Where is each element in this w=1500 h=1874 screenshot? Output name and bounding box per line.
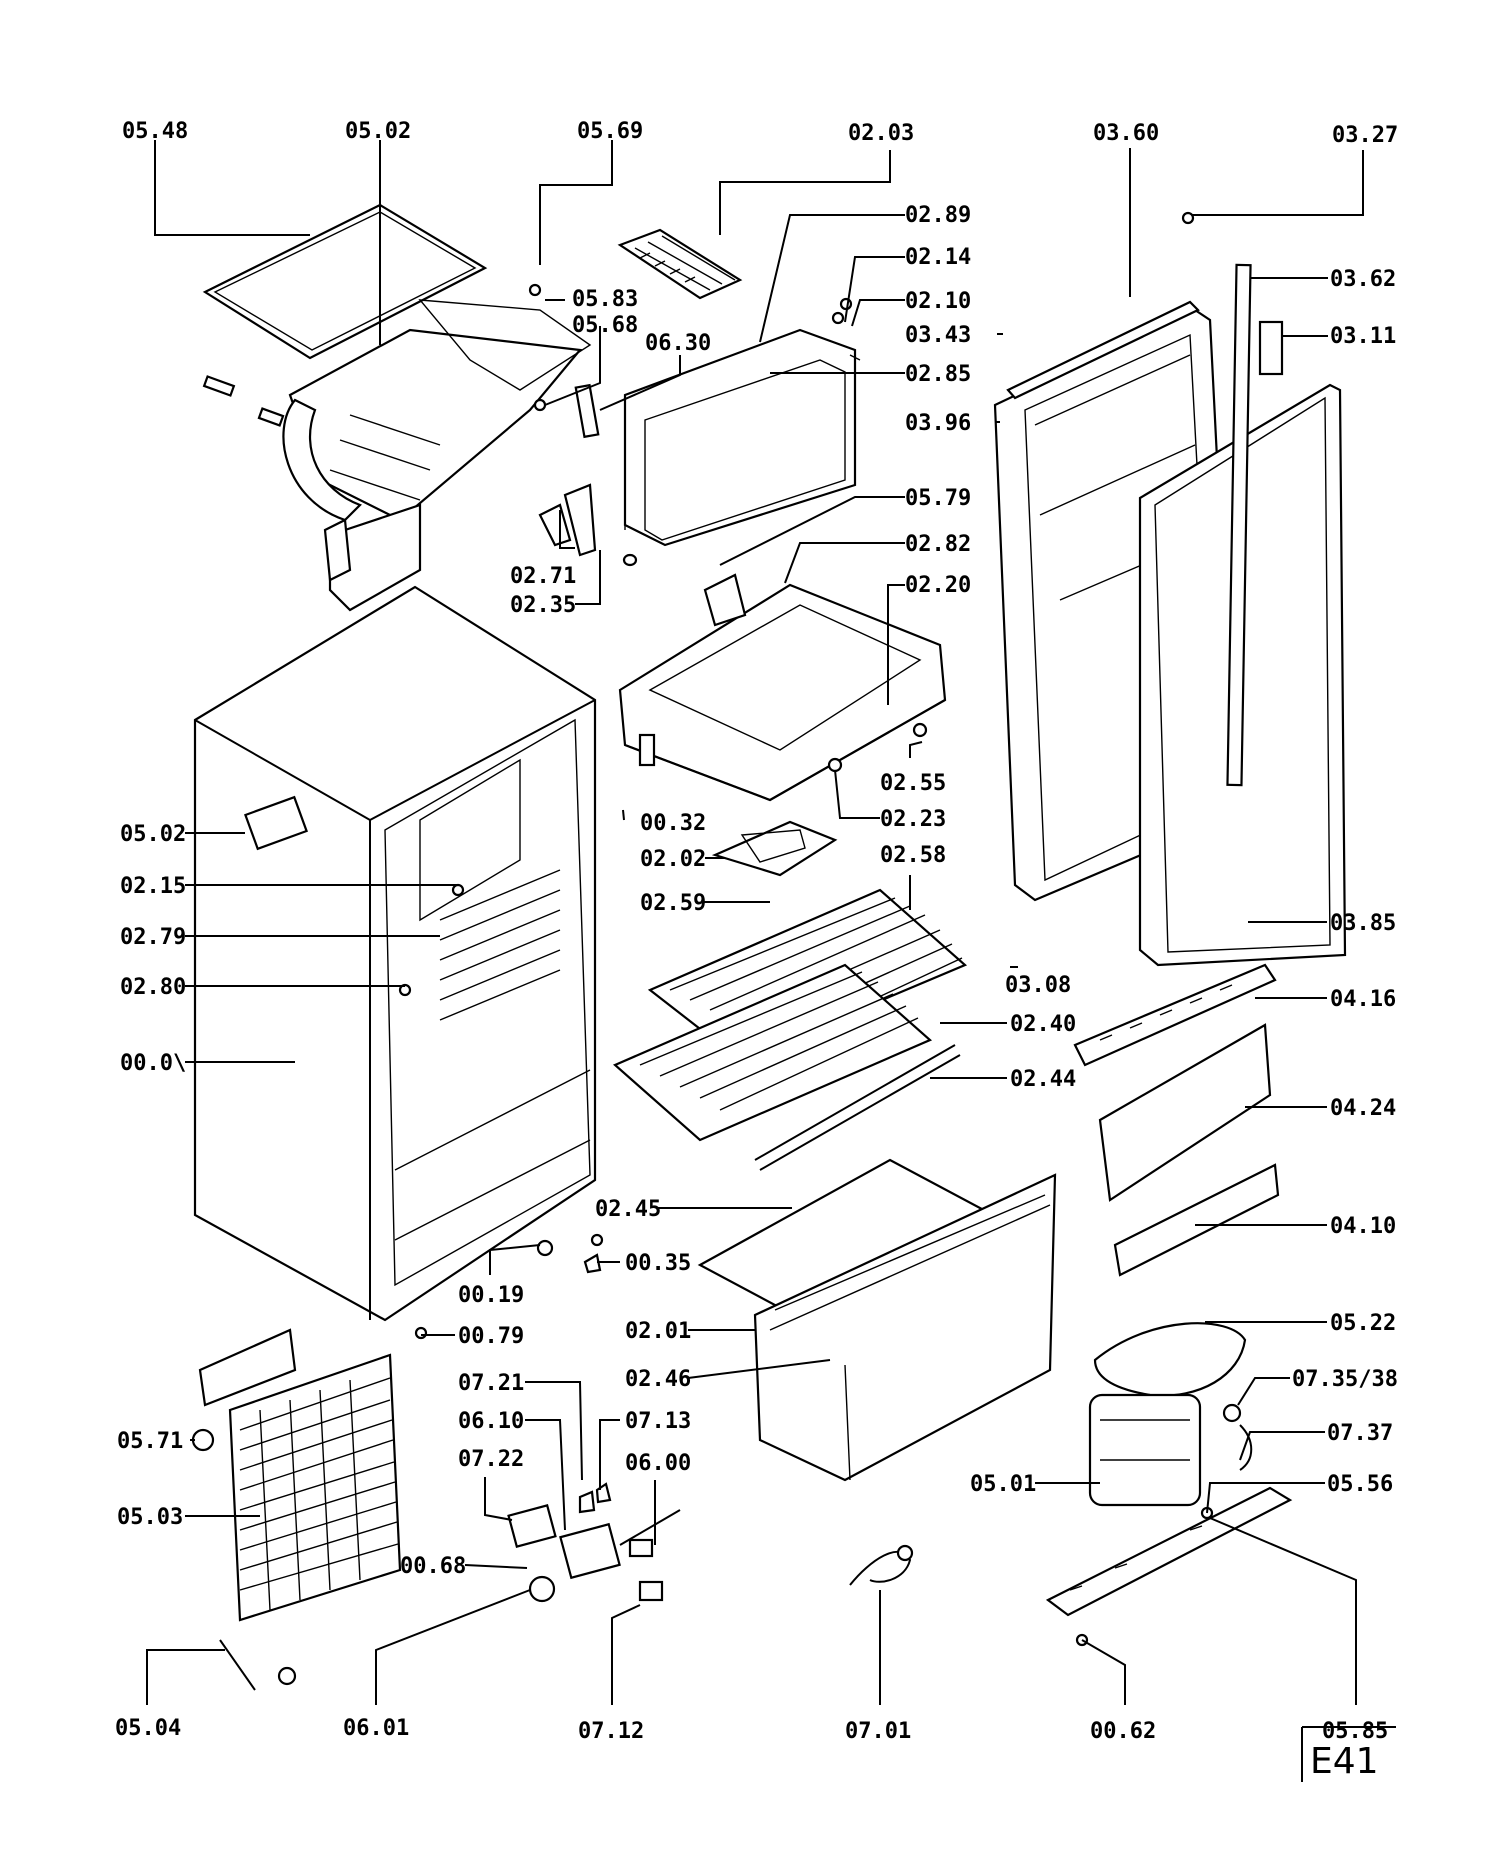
crisper-drawing [697, 1158, 1057, 1482]
part-label-05-48: 05.48 [122, 119, 188, 144]
small-fasteners-mid-drawing [414, 1233, 604, 1340]
part-label-02-59: 02.59 [640, 891, 706, 916]
part-label-02-10: 02.10 [905, 289, 971, 314]
part-label-02-23: 02.23 [880, 807, 946, 832]
part-label-07-37: 07.37 [1327, 1421, 1393, 1446]
freezer-door-drawing [622, 328, 861, 567]
part-label-02-80: 02.80 [120, 975, 186, 1000]
part-label-02-55: 02.55 [880, 771, 946, 796]
part-label-04-16: 04.16 [1330, 987, 1396, 1012]
compressor-assembly-drawing [1045, 1322, 1293, 1647]
part-label-05-85: 05.85 [1322, 1719, 1388, 1744]
part-label-00-01: 00.0\ [120, 1051, 186, 1076]
part-label-02-71: 02.71 [510, 564, 576, 589]
condenser-coil-drawing [191, 1328, 402, 1691]
part-label-00-68: 00.68 [400, 1554, 466, 1579]
part-label-06-01: 06.01 [343, 1716, 409, 1741]
part-label-02-35: 02.35 [510, 593, 576, 618]
part-label-02-02: 02.02 [640, 847, 706, 872]
part-label-02-58: 02.58 [880, 843, 946, 868]
ice-tray-drawing [617, 228, 743, 300]
door-shelf-drawing [1073, 963, 1280, 1277]
part-label-02-40: 02.40 [1010, 1012, 1076, 1037]
part-label-03-43: 03.43 [905, 323, 971, 348]
part-label-03-96: 03.96 [905, 411, 971, 436]
butter-dish-drawing [711, 820, 838, 877]
part-label-05-03: 05.03 [117, 1505, 183, 1530]
freezer-compartment-drawing [618, 573, 947, 802]
sheet-code-box: E41 [1301, 1726, 1396, 1782]
part-label-06-30: 06.30 [645, 331, 711, 356]
part-label-00-32: 00.32 [640, 811, 706, 836]
leader-lines [146, 140, 1364, 1705]
part-label-02-82: 02.82 [905, 532, 971, 557]
part-label-06-10: 06.10 [458, 1409, 524, 1434]
part-label-02-01: 02.01 [625, 1319, 691, 1344]
part-label-05-56: 05.56 [1327, 1472, 1393, 1497]
wire-shelves-drawing [612, 888, 968, 1171]
part-label-03-27: 03.27 [1332, 123, 1398, 148]
part-label-05-02-top: 05.02 [345, 119, 411, 144]
part-label-05-79: 05.79 [905, 486, 971, 511]
part-label-02-14: 02.14 [905, 245, 971, 270]
part-label-02-20: 02.20 [905, 573, 971, 598]
part-label-05-04: 05.04 [115, 1716, 181, 1741]
part-label-05-02-side: 05.02 [120, 822, 186, 847]
part-label-00-79: 00.79 [458, 1324, 524, 1349]
part-label-07-22: 07.22 [458, 1447, 524, 1472]
part-label-05-69: 05.69 [577, 119, 643, 144]
power-cable-drawing [849, 1544, 914, 1586]
part-labels: 05.48 05.02 05.69 02.03 03.60 03.27 02.8… [115, 119, 1398, 1744]
cabinet-body-drawing [193, 585, 597, 1322]
part-label-02-15: 02.15 [120, 874, 186, 899]
part-label-02-79: 02.79 [120, 925, 186, 950]
part-label-00-62: 00.62 [1090, 1719, 1156, 1744]
part-label-03-85: 03.85 [1330, 911, 1396, 936]
part-label-00-19: 00.19 [458, 1283, 524, 1308]
part-label-02-85: 02.85 [905, 362, 971, 387]
part-label-02-45: 02.45 [595, 1197, 661, 1222]
part-label-05-22: 05.22 [1330, 1311, 1396, 1336]
part-label-05-71: 05.71 [117, 1429, 183, 1454]
part-label-04-24: 04.24 [1330, 1096, 1396, 1121]
part-label-02-89: 02.89 [905, 203, 971, 228]
thermostat-components-drawing [507, 1482, 681, 1603]
part-label-06-00: 06.00 [625, 1451, 691, 1476]
part-label-03-62: 03.62 [1330, 267, 1396, 292]
part-label-03-11: 03.11 [1330, 324, 1396, 349]
part-label-02-03: 02.03 [848, 121, 914, 146]
top-cover-panel-drawing [202, 203, 488, 360]
part-label-07-13: 07.13 [625, 1409, 691, 1434]
part-label-05-68: 05.68 [572, 313, 638, 338]
part-label-03-08: 03.08 [1005, 973, 1071, 998]
part-label-02-44: 02.44 [1010, 1067, 1076, 1092]
part-label-07-12: 07.12 [578, 1719, 644, 1744]
evaporator-assembly-drawing [202, 299, 592, 612]
small-fasteners-top-drawing [528, 283, 853, 557]
part-label-07-35-38: 07.35/38 [1292, 1367, 1398, 1392]
door-hinge-drawing [1181, 211, 1284, 787]
part-label-07-21: 07.21 [458, 1371, 524, 1396]
part-label-07-01: 07.01 [845, 1719, 911, 1744]
part-label-03-60: 03.60 [1093, 121, 1159, 146]
part-label-02-46: 02.46 [625, 1367, 691, 1392]
part-label-00-35: 00.35 [625, 1251, 691, 1276]
sheet-code: E41 [1310, 1741, 1379, 1782]
part-label-05-01: 05.01 [970, 1472, 1036, 1497]
part-label-04-10: 04.10 [1330, 1214, 1396, 1239]
part-label-05-83: 05.83 [572, 287, 638, 312]
